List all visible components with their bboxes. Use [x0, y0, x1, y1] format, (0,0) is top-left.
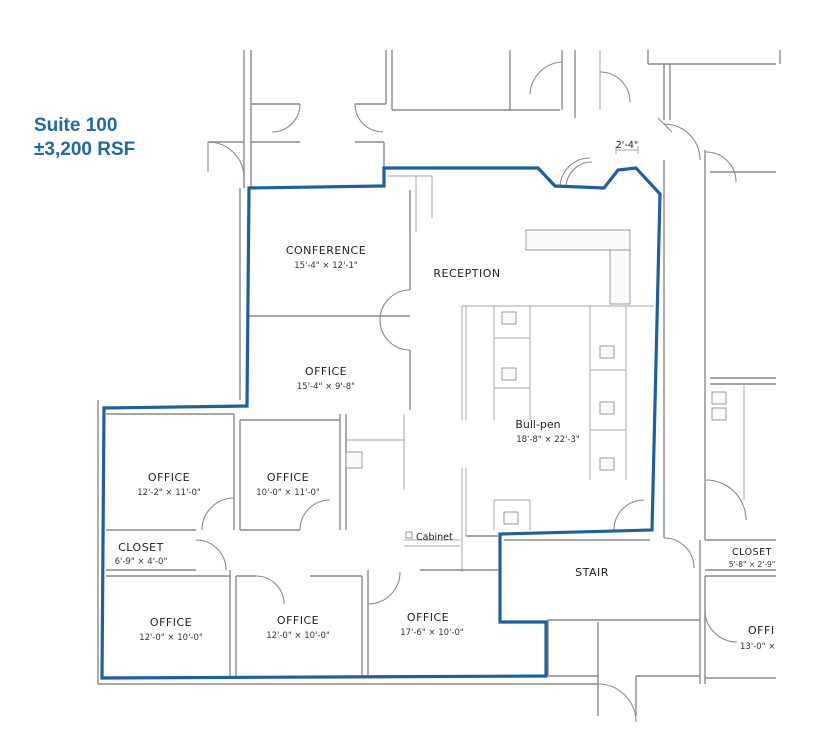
chair — [599, 401, 615, 415]
door-swing — [599, 71, 631, 103]
door-swing — [565, 161, 593, 189]
door-swing — [299, 499, 331, 531]
door-swing — [704, 609, 738, 643]
door-swing — [705, 479, 747, 521]
door-swing — [705, 151, 737, 183]
office-bottom-mid-label: OFFICE — [277, 614, 319, 627]
stair-label: STAIR — [575, 566, 609, 579]
chair — [501, 367, 517, 381]
closet-left-label: CLOSET — [118, 541, 164, 554]
door-swing — [379, 319, 411, 351]
door-swing — [613, 499, 645, 531]
interior-doors — [195, 161, 645, 605]
closet-left-dims: 6'-9" × 4'-0" — [115, 557, 168, 567]
closet-right-label: CLOSET — [732, 547, 772, 558]
reception-counter — [525, 229, 631, 251]
conference-dims: 15'-4" × 12'-1" — [294, 261, 358, 271]
door-swing — [201, 497, 235, 531]
context-walls — [98, 50, 781, 716]
door-swing — [559, 157, 591, 189]
office-mid-dims: 15'-4" × 9'-8" — [297, 382, 355, 392]
context-doors — [207, 61, 747, 723]
reception-label: RECEPTION — [433, 267, 500, 280]
suite-area: ±3,200 RSF — [34, 139, 136, 160]
office-left-upper-dims: 12'-2" × 11'-0" — [137, 488, 201, 498]
fixture — [711, 391, 727, 405]
office-center-upper-dims: 10'-0" × 11'-0" — [256, 488, 320, 498]
bullpen-dims: 18'-8" × 22'-3" — [516, 435, 580, 445]
door-swing — [354, 103, 384, 133]
conference-label: CONFERENCE — [286, 244, 366, 257]
room-labels: 2'-4" CONFERENCE 15'-4" × 12'-1" RECEPTI… — [115, 140, 776, 652]
door-swing — [379, 289, 411, 321]
dimension-label: 2'-4" — [616, 140, 639, 151]
cabinet-label: Cabinet — [416, 532, 453, 543]
door-swing — [195, 539, 227, 571]
office-left-upper-label: OFFICE — [148, 471, 190, 484]
fixture — [711, 407, 727, 421]
chair — [501, 311, 517, 325]
cabinet-marker — [405, 531, 413, 539]
office-bottom-right-dims: 17'-6" × 10'-0" — [400, 628, 464, 638]
door-swing — [207, 141, 245, 179]
office-far-right-label: OFFI — [748, 624, 775, 637]
door-swing — [663, 537, 695, 569]
interior-walls — [97, 146, 700, 684]
door-swing — [367, 571, 401, 605]
bullpen-label: Bull-pen — [515, 418, 560, 431]
office-bottom-left-dims: 12'-0" × 10'-0" — [139, 633, 203, 643]
office-bottom-right-label: OFFICE — [407, 611, 449, 624]
suite-name: Suite 100 — [34, 115, 118, 136]
door-leaf — [657, 117, 673, 133]
sink — [345, 451, 363, 469]
chair — [599, 345, 615, 359]
chair — [503, 511, 519, 525]
door-swing — [255, 575, 285, 605]
office-mid-label: OFFICE — [305, 365, 347, 378]
closet-right-dims: 5'-8" × 2'-9" — [729, 560, 776, 569]
suite-title: Suite 100 ±3,200 RSF — [34, 114, 135, 162]
suite-boundary — [100, 166, 662, 680]
door-swing — [529, 61, 563, 95]
office-far-right-dims: 13'-0" × — [740, 642, 775, 652]
reception-counter — [609, 249, 631, 305]
office-bottom-mid-dims: 12'-0" × 10'-0" — [266, 631, 330, 641]
door-swing — [663, 123, 701, 161]
door-swing — [271, 103, 301, 133]
office-bottom-left-label: OFFICE — [150, 616, 192, 629]
office-center-upper-label: OFFICE — [267, 471, 309, 484]
door-swing — [597, 683, 637, 723]
chair — [599, 457, 615, 471]
